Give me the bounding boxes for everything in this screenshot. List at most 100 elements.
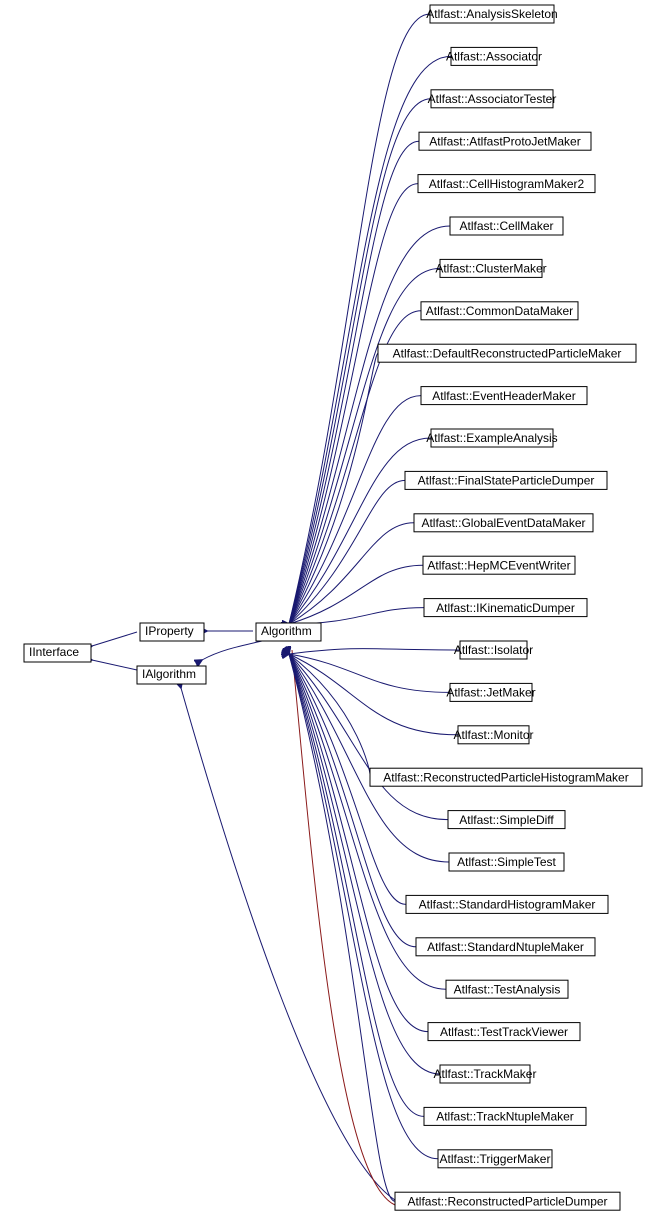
node-final-state-particle-dumper-label: Atlfast::FinalStateParticleDumper (418, 474, 595, 488)
node-associator-tester[interactable]: Atlfast::AssociatorTester (428, 89, 557, 109)
node-analysis-skeleton[interactable]: Atlfast::AnalysisSkeleton (426, 4, 558, 24)
edge-cell-histogram-maker2-to-algorithm (289, 183, 419, 624)
edge-associator-to-algorithm (289, 55, 452, 624)
node-default-reconstructed-particle-maker[interactable]: Atlfast::DefaultReconstructedParticleMak… (377, 343, 637, 363)
node-cluster-maker-label: Atlfast::ClusterMaker (435, 262, 546, 276)
node-algorithm[interactable]: Algorithm (255, 622, 322, 642)
edge-test-analysis-to-algorithm (289, 654, 447, 990)
node-track-ntuple-maker-label: Atlfast::TrackNtupleMaker (436, 1110, 574, 1124)
edge-monitor-to-algorithm (289, 654, 459, 736)
node-reconstructed-particle-histogram-maker[interactable]: Atlfast::ReconstructedParticleHistogramM… (369, 767, 643, 787)
node-associator-label: Atlfast::Associator (446, 50, 542, 64)
node-jet-maker[interactable]: Atlfast::JetMaker (446, 682, 536, 702)
node-test-track-viewer-label: Atlfast::TestTrackViewer (440, 1025, 568, 1039)
edge-cluster-maker-to-algorithm (289, 267, 441, 624)
node-cluster-maker[interactable]: Atlfast::ClusterMaker (435, 258, 547, 278)
node-standard-histogram-maker-label: Atlfast::StandardHistogramMaker (419, 898, 596, 912)
node-ikinematic-dumper[interactable]: Atlfast::IKinematicDumper (423, 598, 588, 618)
edge-event-header-maker-to-algorithm (289, 395, 422, 624)
node-cell-maker-label: Atlfast::CellMaker (459, 219, 553, 233)
edge-atlfast-proto-jet-maker-to-algorithm (289, 140, 420, 624)
node-default-reconstructed-particle-maker-label: Atlfast::DefaultReconstructedParticleMak… (393, 346, 622, 360)
node-iinterface-label: IInterface (29, 645, 79, 659)
edge-isolator-to-algorithm (289, 648, 461, 654)
node-isolator-label: Atlfast::Isolator (454, 643, 533, 657)
node-iproperty[interactable]: IProperty (139, 622, 205, 642)
node-algorithm-label: Algorithm (261, 624, 312, 638)
edge-jet-maker-to-algorithm (289, 654, 451, 693)
node-reconstructed-particle-dumper-label: Atlfast::ReconstructedParticleDumper (407, 1194, 607, 1208)
node-standard-ntuple-maker-label: Atlfast::StandardNtupleMaker (427, 940, 584, 954)
node-ikinematic-dumper-label: Atlfast::IKinematicDumper (436, 601, 575, 615)
node-simple-test[interactable]: Atlfast::SimpleTest (448, 852, 565, 872)
edge-final-state-particle-dumper-to-algorithm (289, 479, 406, 624)
node-atlfast-proto-jet-maker[interactable]: Atlfast::AtlfastProtoJetMaker (418, 131, 592, 151)
node-ialgorithm-label: IAlgorithm (142, 667, 196, 681)
node-ialgorithm[interactable]: IAlgorithm (136, 665, 207, 685)
node-trigger-maker[interactable]: Atlfast::TriggerMaker (437, 1149, 553, 1169)
node-common-data-maker[interactable]: Atlfast::CommonDataMaker (420, 301, 579, 321)
node-simple-diff[interactable]: Atlfast::SimpleDiff (447, 810, 566, 830)
edge-analysis-skeleton-to-algorithm (289, 13, 431, 624)
edge-associator-tester-to-algorithm (289, 98, 432, 624)
node-reconstructed-particle-histogram-maker-label: Atlfast::ReconstructedParticleHistogramM… (383, 770, 628, 784)
node-standard-ntuple-maker[interactable]: Atlfast::StandardNtupleMaker (415, 937, 596, 957)
node-isolator[interactable]: Atlfast::Isolator (454, 640, 533, 660)
node-example-analysis[interactable]: Atlfast::ExampleAnalysis (426, 428, 558, 448)
inheritance-edges (92, 13, 461, 1206)
node-event-header-maker[interactable]: Atlfast::EventHeaderMaker (420, 386, 588, 406)
edge-example-analysis-to-algorithm (289, 437, 432, 624)
node-final-state-particle-dumper[interactable]: Atlfast::FinalStateParticleDumper (404, 470, 608, 490)
node-test-analysis[interactable]: Atlfast::TestAnalysis (445, 979, 569, 999)
edge-cell-maker-to-algorithm (289, 225, 451, 624)
edge-simple-test-to-algorithm (289, 654, 450, 863)
node-analysis-skeleton-label: Atlfast::AnalysisSkeleton (426, 7, 557, 21)
edge-algorithm-to-ialgorithm (202, 640, 263, 660)
node-trigger-maker-label: Atlfast::TriggerMaker (440, 1152, 551, 1166)
edge-standard-ntuple-maker-to-algorithm (289, 654, 417, 948)
edge-common-data-maker-to-algorithm (289, 310, 422, 624)
node-associator[interactable]: Atlfast::Associator (446, 46, 542, 66)
node-common-data-maker-label: Atlfast::CommonDataMaker (426, 304, 573, 318)
node-event-header-maker-label: Atlfast::EventHeaderMaker (432, 389, 575, 403)
base-class-nodes: IInterface IProperty IAlgorithm Algorith… (23, 622, 322, 685)
node-cell-histogram-maker2[interactable]: Atlfast::CellHistogramMaker2 (417, 174, 596, 194)
edge-standard-histogram-maker-to-algorithm (289, 654, 407, 905)
node-test-track-viewer[interactable]: Atlfast::TestTrackViewer (427, 1022, 581, 1042)
edge-reconparticledumper-highlight (291, 649, 396, 1206)
node-jet-maker-label: Atlfast::JetMaker (446, 686, 535, 700)
edge-track-maker-to-algorithm (289, 654, 441, 1075)
node-cell-histogram-maker2-label: Atlfast::CellHistogramMaker2 (429, 177, 585, 191)
edge-default-reconstructed-particle-maker-to-algorithm (289, 352, 379, 624)
node-global-event-data-maker-label: Atlfast::GlobalEventDataMaker (421, 516, 585, 530)
node-hep-mcevent-writer[interactable]: Atlfast::HepMCEventWriter (422, 555, 576, 575)
node-simple-test-label: Atlfast::SimpleTest (457, 855, 556, 869)
node-cell-maker[interactable]: Atlfast::CellMaker (449, 216, 564, 236)
edge-reconparticledumper-to-ialgorithm (181, 688, 396, 1201)
node-simple-diff-label: Atlfast::SimpleDiff (459, 813, 554, 827)
edge-simple-diff-to-algorithm (289, 654, 449, 821)
node-monitor[interactable]: Atlfast::Monitor (453, 725, 534, 745)
node-monitor-label: Atlfast::Monitor (453, 728, 533, 742)
derived-class-nodes: Atlfast::AnalysisSkeletonAtlfast::Associ… (369, 4, 643, 1211)
node-global-event-data-maker[interactable]: Atlfast::GlobalEventDataMaker (413, 513, 594, 533)
edge-track-ntuple-maker-to-algorithm (289, 654, 425, 1117)
node-iinterface[interactable]: IInterface (23, 643, 92, 663)
node-example-analysis-label: Atlfast::ExampleAnalysis (426, 431, 557, 445)
edge-iproperty-to-iinterface (92, 631, 138, 646)
node-hep-mcevent-writer-label: Atlfast::HepMCEventWriter (427, 558, 570, 572)
edge-test-track-viewer-to-algorithm (289, 654, 429, 1033)
edge-global-event-data-maker-to-algorithm (289, 522, 415, 624)
edge-reconstructed-particle-dumper-to-algorithm (289, 654, 396, 1202)
edge-ialgorithm-to-iinterface (92, 660, 138, 671)
node-track-ntuple-maker[interactable]: Atlfast::TrackNtupleMaker (423, 1106, 587, 1126)
node-test-analysis-label: Atlfast::TestAnalysis (454, 982, 561, 996)
node-reconstructed-particle-dumper[interactable]: Atlfast::ReconstructedParticleDumper (394, 1191, 621, 1211)
edge-trigger-maker-to-algorithm (289, 654, 439, 1160)
node-atlfast-proto-jet-maker-label: Atlfast::AtlfastProtoJetMaker (429, 134, 580, 148)
node-track-maker[interactable]: Atlfast::TrackMaker (434, 1064, 537, 1084)
node-iproperty-label: IProperty (145, 624, 194, 638)
edge-hep-mcevent-writer-to-algorithm (289, 564, 424, 624)
node-standard-histogram-maker[interactable]: Atlfast::StandardHistogramMaker (405, 894, 609, 914)
